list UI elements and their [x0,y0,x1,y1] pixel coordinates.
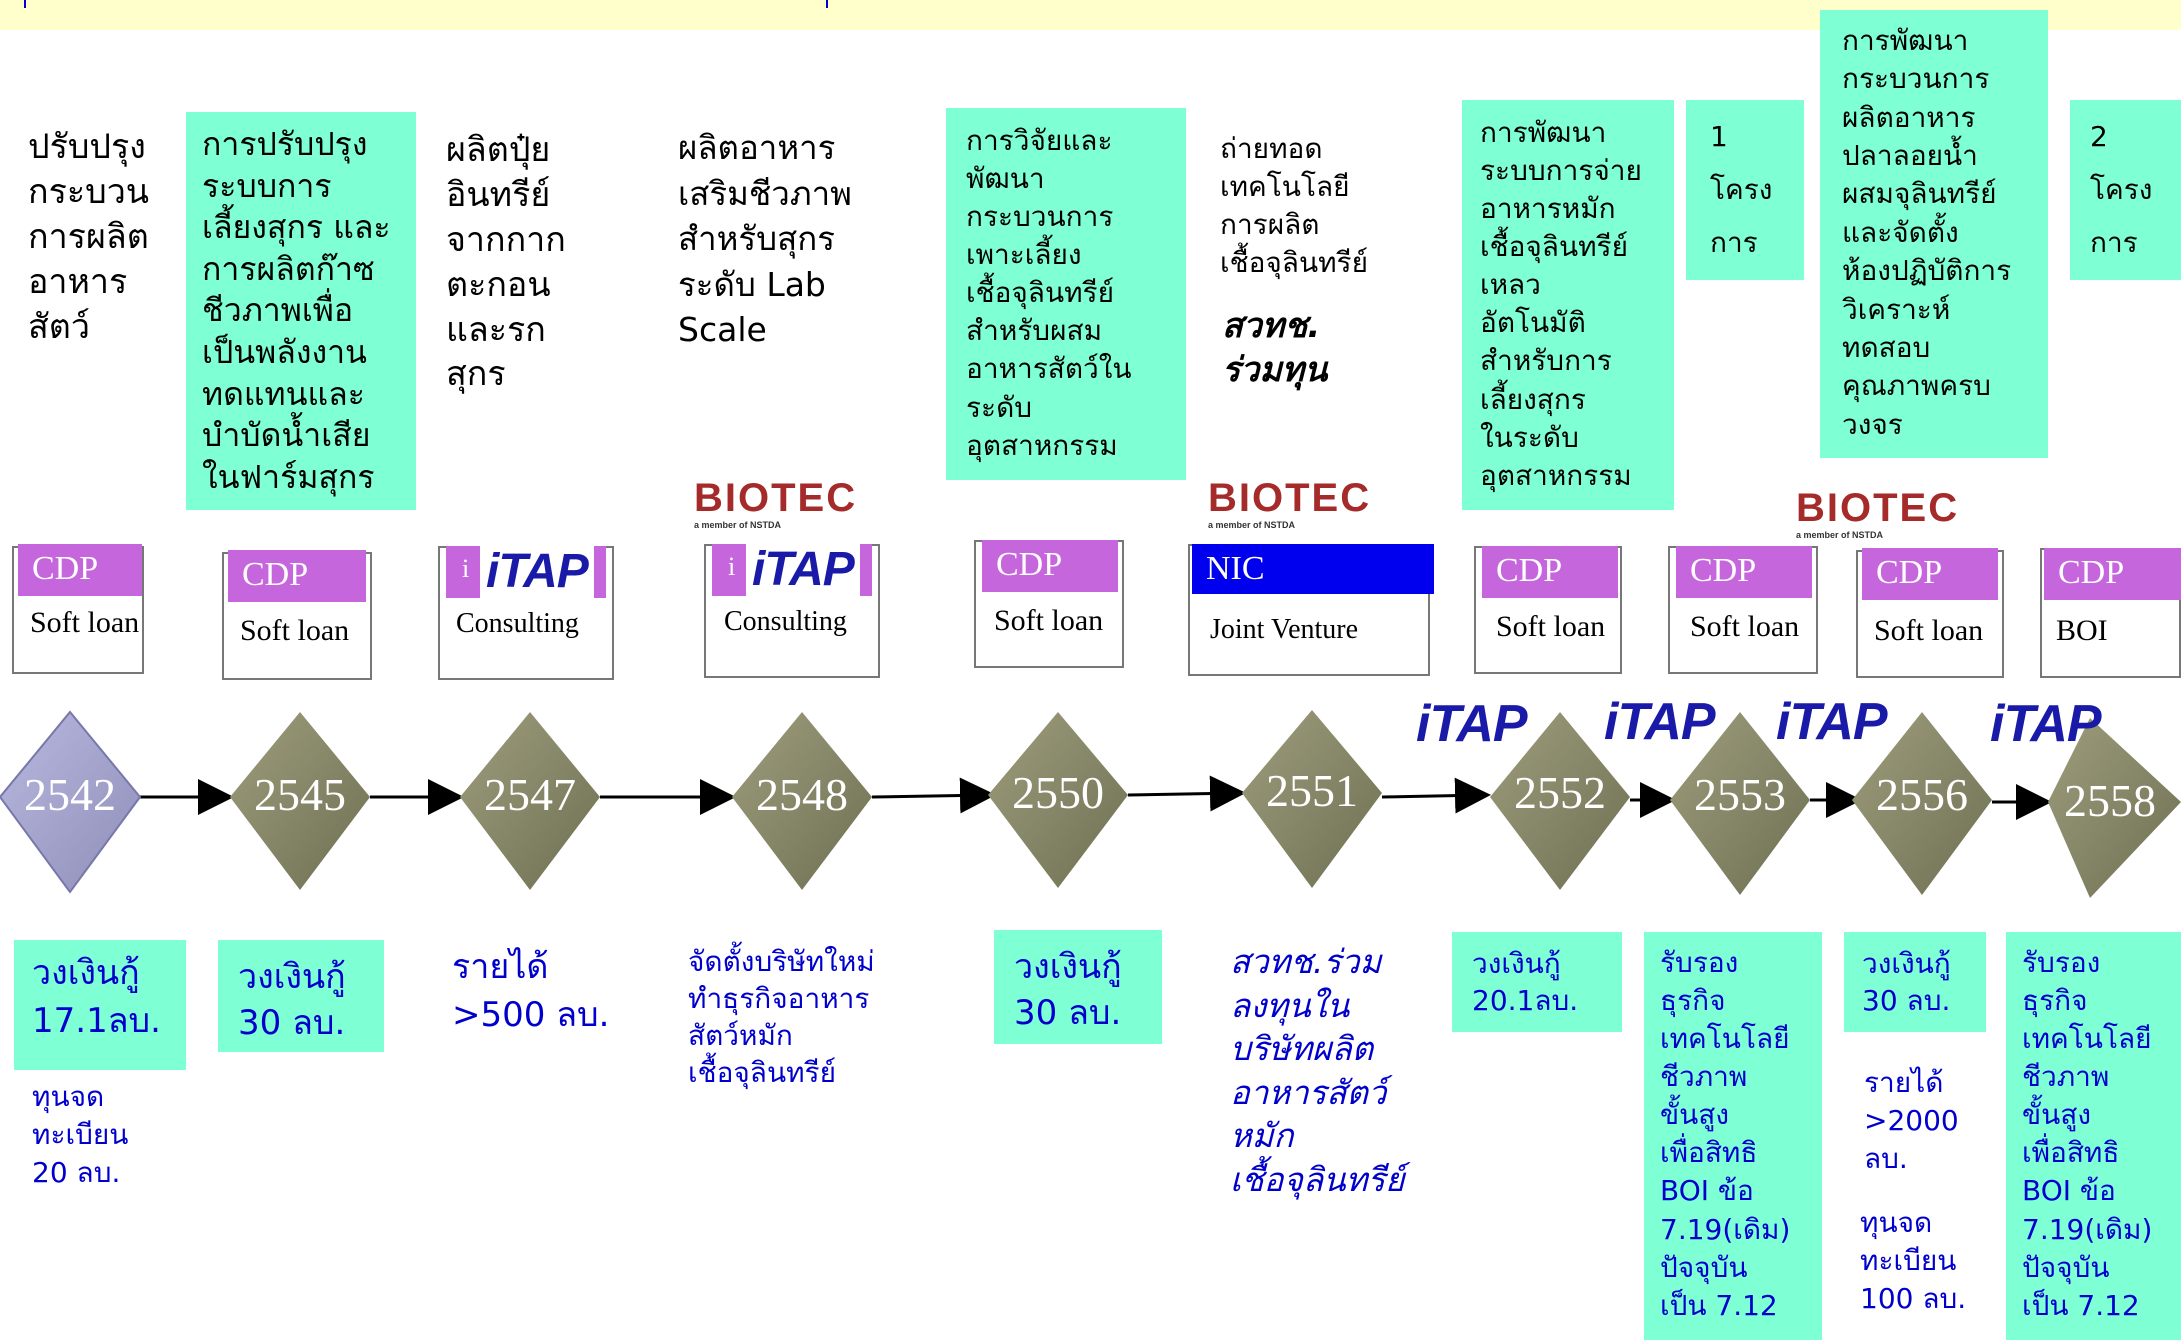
diamond-2547 [460,712,600,890]
agency-badge: CDP [1482,546,1618,598]
project-desc: การปรับปรุง ระบบการ เลี้ยงสุกร และ การผล… [186,112,416,510]
outcome: รับรอง ธุรกิจ เทคโนโลยี ชีวภาพ ขั้นสูง เ… [2006,932,2181,1340]
timeline-arrows [140,775,2052,820]
diamond-2550 [988,712,1128,888]
diamond-2551 [1242,710,1382,888]
year-label: 2556 [1876,769,1968,820]
itap-logo: iTAP [1776,693,1888,751]
diamond-2548 [732,712,872,890]
year-label: 2550 [1012,767,1104,818]
outcome: รับรอง ธุรกิจ เทคโนโลยี ชีวภาพ ขั้นสูง เ… [1644,932,1822,1340]
service-label: Consulting [724,606,847,637]
itap-badge: i iTAP [712,542,872,597]
outcome: วงเงินกู้ 30 ลบ. [218,940,384,1052]
agency-badge: CDP [1676,546,1812,598]
itap-logo: iTAP [1604,693,1716,751]
year-label: 2551 [1266,765,1358,816]
project-desc: ผลิตปุ๋ย อินทรีย์ จากกาก ตะกอน และรก สุก… [446,130,566,395]
year-label: 2545 [254,769,346,820]
year-label: 2548 [756,769,848,820]
timeline-arrow [1127,775,1246,812]
project-desc: 1 โครง การ [1686,100,1804,280]
service-label: Soft loan [1690,610,1800,643]
service-label: Soft loan [30,606,140,639]
service-label: Soft loan [240,614,350,647]
project-desc: การวิจัยและ พัฒนา กระบวนการ เพาะเลี้ยง เ… [946,108,1186,480]
service-label: Consulting [456,608,579,639]
itap-logo: iTAP [1990,695,2102,753]
agency-badge: CDP [228,550,366,602]
diamond-2553 [1670,712,1810,895]
itap-badge: i iTAP [446,544,606,599]
agency-badge: CDP [982,540,1118,592]
outcome: รายได้ >500 ลบ. [452,947,610,1035]
outcome-note: ทุนจด ทะเบียน 20 ลบ. [32,1080,129,1190]
timeline-diamonds [0,710,2181,898]
project-desc-emphasis: สวทช. ร่วมทุน [1222,306,1328,391]
project-desc: ถ่ายทอด เทคโนโลยี การผลิต เชื้อจุลินทรีย… [1220,132,1368,280]
diamond-2545 [230,712,370,890]
project-desc: 2 โครง การ [2070,100,2181,280]
itap-logo: iTAP [1416,695,1528,753]
service-label: BOI [2056,614,2108,647]
year-label: 2547 [484,769,576,820]
year-label: 2558 [2064,775,2156,826]
banner-mark [24,0,26,8]
outcome: วงเงินกู้ 17.1ลบ. [14,940,186,1070]
year-label: 2552 [1514,767,1606,818]
outcome: วงเงินกู้ 20.1ลบ. [1452,932,1622,1032]
top-banner [0,0,2181,30]
agency-badge: NIC [1192,544,1434,594]
timeline-arrow [871,777,996,814]
service-label: Joint Venture [1210,614,1359,645]
year-label: 2542 [24,769,116,820]
project-desc: การพัฒนา กระบวนการ ผลิตอาหาร ปลาลอยน้ำ ผ… [1820,10,2048,458]
outcome-note: ทุนจด ทะเบียน 100 ลบ. [1860,1206,1967,1316]
diamond-2558 [2048,718,2181,898]
outcome-note: รายได้ >2000 ลบ. [1864,1066,1959,1176]
service-label: Soft loan [1874,614,1984,647]
outcome: วงเงินกู้ 30 ลบ. [994,930,1162,1044]
agency-badge: CDP [18,544,142,596]
timeline-arrow [1381,777,1491,814]
service-label: Soft loan [994,604,1104,637]
banner-mark [826,0,828,8]
agency-badge: CDP [1862,548,1998,600]
year-label: 2553 [1694,769,1786,820]
outcome: สวทช.ร่วม ลงทุนใน บริษัทผลิต อาหารสัตว์ … [1230,942,1405,1199]
project-desc: ปรับปรุง กระบวน การผลิต อาหาร สัตว์ [28,127,150,347]
project-desc: ผลิตอาหาร เสริมชีวภาพ สำหรับสุกร ระดับ L… [678,128,852,350]
service-label: Soft loan [1496,610,1606,643]
diamond-2552 [1490,712,1630,890]
diamond-2556 [1852,712,1992,895]
outcome: วงเงินกู้ 30 ลบ. [1844,932,1986,1032]
outcome: จัดตั้งบริษัทใหม่ ทำธุรกิจอาหาร สัตว์หมั… [688,945,875,1089]
agency-badge: CDP [2044,548,2181,600]
diamond-2542 [0,710,142,894]
project-desc: การพัฒนา ระบบการจ่าย อาหารหมัก เชื้อจุลิ… [1462,100,1674,510]
